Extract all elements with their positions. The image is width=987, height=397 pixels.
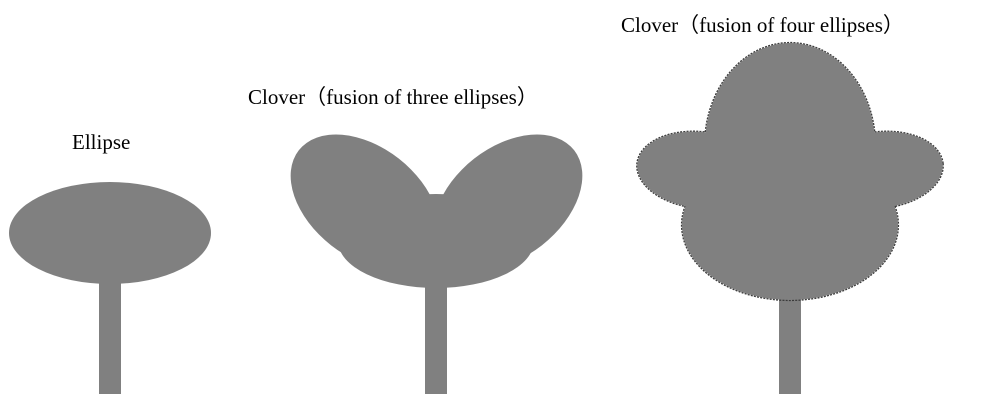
ellipse-label: Ellipse [72,130,130,154]
panel-clover-three: Clover（fusion of three ellipses） [248,85,608,394]
ellipse-shape [9,182,211,284]
ellipse-stem [99,272,121,394]
clover-three-label: Clover（fusion of three ellipses） [248,85,538,109]
clover-three-stem [425,275,447,394]
panel-ellipse: Ellipse [9,130,211,394]
clover-four-bottom-body [682,150,898,300]
panel-clover-four: Clover（fusion of four ellipses） [621,13,947,394]
clover-four-shape [633,43,946,300]
clover-four-label: Clover（fusion of four ellipses） [621,13,904,37]
